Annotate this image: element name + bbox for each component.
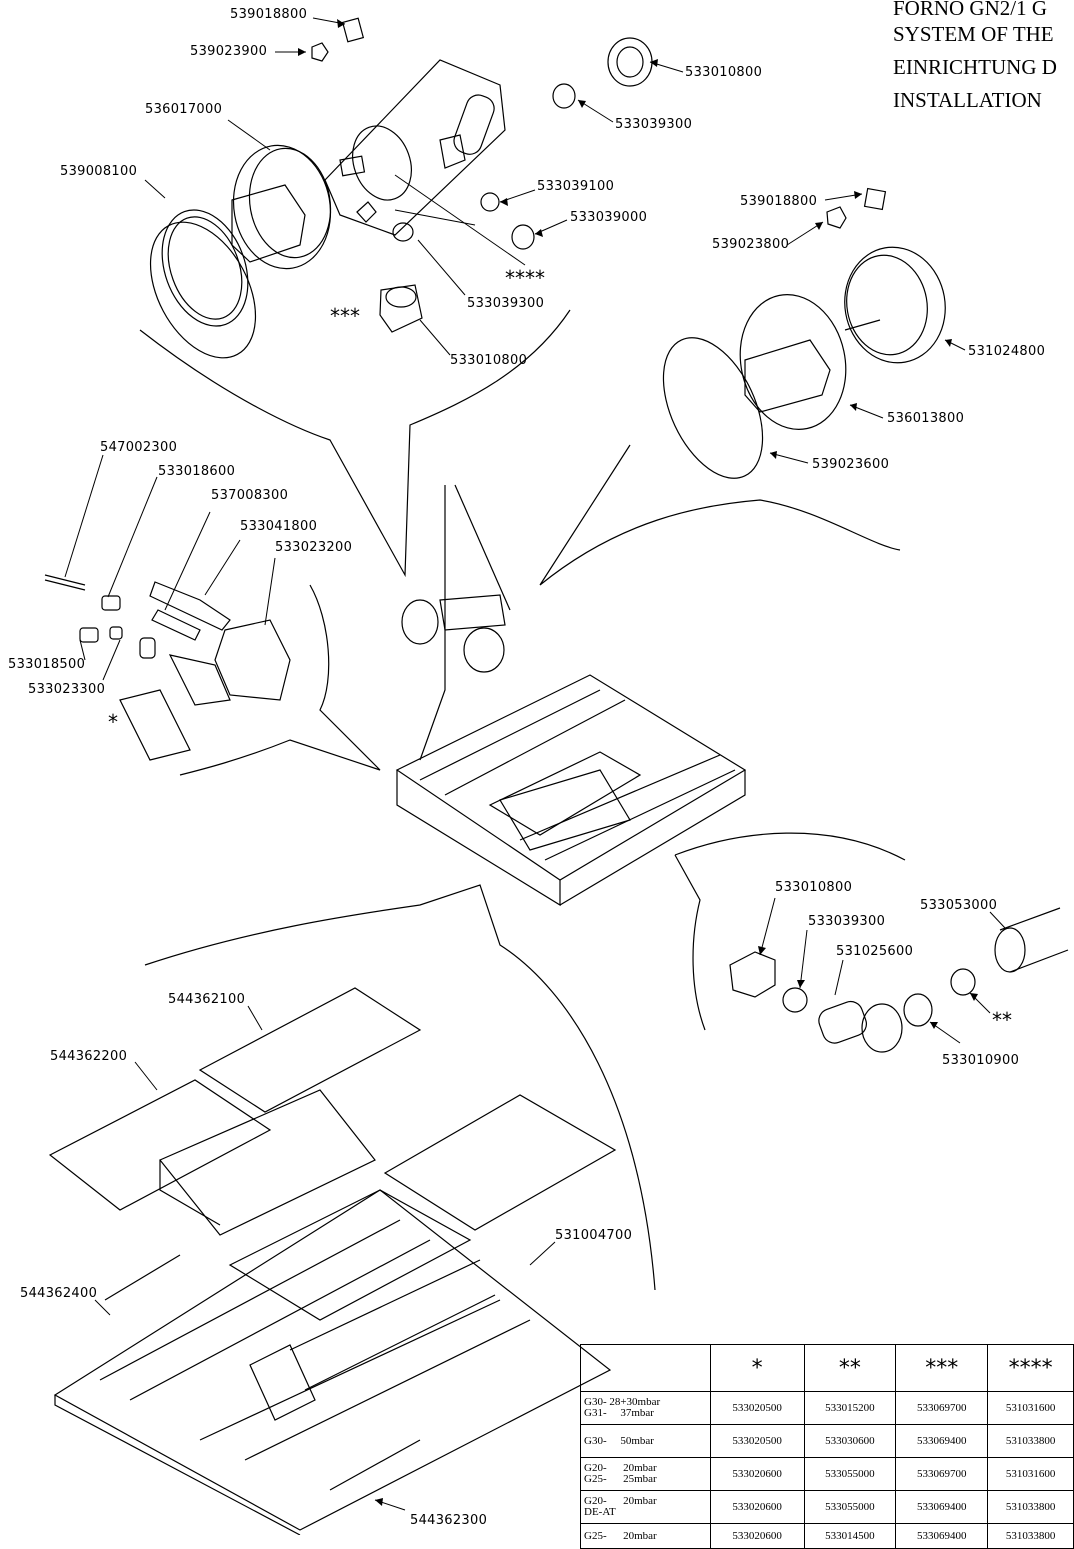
- part-label: 544362300: [410, 1513, 488, 1528]
- part-label: 533023300: [28, 682, 106, 697]
- injector-table: * ** *** **** G30- 28+30mbar G31- 37mbar…: [580, 1344, 1074, 1549]
- right-callout-outline: [539, 444, 901, 586]
- part-label: 539023900: [190, 44, 268, 59]
- part-number-cell: 531031600: [987, 1457, 1074, 1491]
- gas-type-cell: G20- 20mbar G25- 25mbar: [580, 1457, 711, 1491]
- part-number-cell: 533055000: [803, 1490, 897, 1524]
- gas-type-cell: G20- 20mbar DE-AT: [580, 1490, 711, 1524]
- part-label: 533010800: [685, 65, 763, 80]
- part-label: 533010900: [942, 1053, 1020, 1068]
- part-label: 547002300: [100, 440, 178, 455]
- part-number-cell: 533069400: [895, 1523, 989, 1549]
- part-label: 544362400: [20, 1286, 98, 1301]
- part-label: 536017000: [145, 102, 223, 117]
- title-line-1: FORNO GN2/1 G: [893, 0, 1048, 20]
- part-label: 533018600: [158, 464, 236, 479]
- part-label: 533010800: [450, 353, 528, 368]
- part-label: 536013800: [887, 411, 965, 426]
- part-number-cell: 531031600: [987, 1391, 1074, 1425]
- part-label: 531024800: [968, 344, 1046, 359]
- part-label: 533041800: [240, 519, 318, 534]
- gas-type-cell: G30- 28+30mbar G31- 37mbar: [580, 1391, 711, 1425]
- top-callout-outline: [139, 309, 571, 578]
- lower-burner-frame: [48, 987, 617, 1535]
- part-number-cell: 531033800: [987, 1490, 1074, 1524]
- part-label: 539023600: [812, 457, 890, 472]
- table-header-four-star: ****: [987, 1344, 1074, 1392]
- part-label: 539018800: [230, 7, 308, 22]
- part-label: 533053000: [920, 898, 998, 913]
- top-small-parts: [311, 17, 653, 333]
- part-label: 539018800: [740, 194, 818, 209]
- table-row: G30- 50mbar 533020500 533030600 53306940…: [580, 1424, 1074, 1458]
- part-label: 544362100: [168, 992, 246, 1007]
- leader-lines: [64, 17, 1006, 1511]
- part-number-cell: 533069700: [895, 1457, 989, 1491]
- table-header-one-star: *: [709, 1344, 805, 1392]
- title-line-3: EINRICHTUNG D: [893, 55, 1057, 79]
- table-header-three-star: ***: [895, 1344, 989, 1392]
- part-label: 533018500: [8, 657, 86, 672]
- marker-two-star: **: [992, 1008, 1012, 1032]
- part-label: 533039300: [615, 117, 693, 132]
- gas-valve-assembly: [161, 59, 506, 327]
- table-row: G25- 20mbar 533020600 533014500 53306940…: [580, 1523, 1074, 1549]
- injector-assembly: [729, 907, 1069, 1053]
- marker-three-star: ***: [330, 304, 360, 328]
- part-label: 533023200: [275, 540, 353, 555]
- part-number-cell: 533020500: [709, 1424, 805, 1458]
- part-number-cell: 533030600: [803, 1424, 897, 1458]
- part-number-cell: 533014500: [803, 1523, 897, 1549]
- lower-right-callout-outline: [674, 832, 906, 1031]
- part-label: 537008300: [211, 488, 289, 503]
- table-row: G20- 20mbar G25- 25mbar 533020600 533055…: [580, 1457, 1074, 1491]
- lower-callout-outline: [144, 884, 656, 1291]
- part-number-cell: 533020600: [709, 1457, 805, 1491]
- table-row: G30- 28+30mbar G31- 37mbar 533020500 533…: [580, 1391, 1074, 1425]
- center-burner-frame: [395, 484, 747, 907]
- part-number-cell: 533020600: [709, 1490, 805, 1524]
- part-number-cell: 533015200: [803, 1391, 897, 1425]
- part-label: 533010800: [775, 880, 853, 895]
- part-label: 533039300: [808, 914, 886, 929]
- part-label: 533039000: [570, 210, 648, 225]
- gas-type-cell: G25- 20mbar: [580, 1523, 711, 1549]
- part-number-cell: 533069400: [895, 1490, 989, 1524]
- part-label: 544362200: [50, 1049, 128, 1064]
- part-label: 533039100: [537, 179, 615, 194]
- part-label: 531025600: [836, 944, 914, 959]
- pilot-assembly: [44, 574, 291, 761]
- part-number-cell: 533055000: [803, 1457, 897, 1491]
- part-label: 539008100: [60, 164, 138, 179]
- part-number-cell: 533069700: [895, 1391, 989, 1425]
- table-row: G20- 20mbar DE-AT 533020600 533055000 53…: [580, 1490, 1074, 1524]
- part-label: 539023800: [712, 237, 790, 252]
- gas-type-cell: G30- 50mbar: [580, 1424, 711, 1458]
- marker-four-star: ****: [505, 266, 545, 290]
- part-number-cell: 531033800: [987, 1523, 1074, 1549]
- part-label: 533039300: [467, 296, 545, 311]
- title-line-4: INSTALLATION: [893, 88, 1042, 112]
- part-number-cell: 533020500: [709, 1391, 805, 1425]
- part-number-cell: 533069400: [895, 1424, 989, 1458]
- table-header-gas: [580, 1344, 711, 1392]
- title-line-2: SYSTEM OF THE: [893, 22, 1054, 46]
- thermostat-knob-assembly: [662, 187, 946, 479]
- part-number-cell: 533020600: [709, 1523, 805, 1549]
- marker-one-star: *: [108, 710, 118, 734]
- table-header-two-star: **: [803, 1344, 897, 1392]
- gasket-left: [149, 221, 257, 359]
- part-label: 531004700: [555, 1228, 633, 1243]
- part-number-cell: 531033800: [987, 1424, 1074, 1458]
- left-callout-outline: [179, 584, 381, 776]
